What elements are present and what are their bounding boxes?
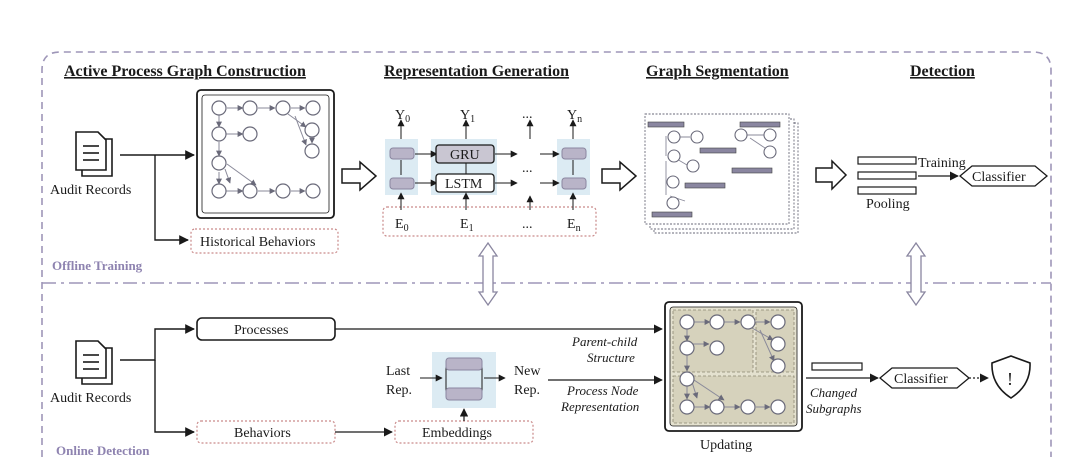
input-ellipsis: ... [522, 217, 533, 232]
updating-graph-box [664, 301, 803, 432]
embeddings-label: Embeddings [422, 426, 492, 441]
offline-classifier-shape [958, 165, 1049, 187]
header-segmentation: Graph Segmentation [646, 63, 789, 80]
input-e1: E1 [460, 217, 474, 234]
online-audit-records: Audit Records [50, 391, 131, 406]
online-classifier-label: Classifier [894, 372, 948, 387]
hollow-arrow-3 [815, 159, 848, 191]
outer-dashed-frame [41, 51, 1052, 457]
offline-audit-arrows [120, 150, 195, 245]
output-ellipsis: ... [522, 107, 533, 122]
online-audit-arrows [120, 324, 195, 437]
process-node-label-1: Process Node [566, 383, 639, 398]
header-detection: Detection [910, 63, 975, 80]
output-yn: Yn [567, 108, 582, 125]
changed-label-2: Subgraphs [806, 401, 862, 416]
online-section-label: Online Detection [56, 443, 150, 457]
historical-behaviors-label: Historical Behaviors [200, 235, 315, 250]
header-representation: Representation Generation [384, 63, 569, 80]
changed-label-1: Changed [810, 385, 857, 400]
shield-alert-icon: ! [991, 355, 1031, 399]
input-en: En [567, 217, 581, 234]
hollow-arrow-2 [601, 160, 638, 192]
parent-child-label-2: Structure [587, 350, 635, 365]
last-rep-label-1: Last [386, 364, 410, 379]
middle-ellipsis: ... [522, 161, 533, 176]
online-rnn-cell [420, 352, 506, 408]
changed-subgraph-bar [811, 362, 863, 371]
parent-child-label-1: Parent-child [571, 334, 638, 349]
behaviors-label: Behaviors [234, 426, 291, 441]
last-rep-label-2: Rep. [386, 383, 412, 398]
offline-classifier-label: Classifier [972, 170, 1026, 185]
historical-behaviors-box [190, 228, 339, 254]
new-rep-label-1: New [514, 364, 541, 379]
training-label: Training [918, 156, 966, 171]
behaviors-box [196, 420, 336, 444]
pooling-bars [857, 156, 917, 195]
pooling-label: Pooling [866, 197, 910, 212]
input-e0: E0 [395, 217, 409, 234]
process-graph-box [196, 89, 335, 219]
offline-document-icon [75, 131, 113, 177]
offline-audit-records: Audit Records [50, 183, 131, 198]
hollow-arrow-1 [341, 160, 378, 192]
lstm-cell [435, 173, 495, 193]
updating-label: Updating [700, 438, 752, 453]
processes-label: Processes [234, 323, 288, 338]
segmentation-stack [644, 113, 799, 234]
gru-cell [435, 144, 495, 164]
header-construction: Active Process Graph Construction [64, 63, 306, 80]
output-y1: Y1 [460, 108, 475, 125]
lstm-label: LSTM [445, 177, 483, 192]
double-arrow-right [905, 241, 927, 307]
double-arrow-left [477, 241, 499, 307]
shield-alert-mark: ! [1007, 369, 1013, 389]
online-document-icon [75, 340, 113, 385]
offline-section-label: Offline Training [52, 258, 143, 273]
rnn-block: GRU LSTM [382, 119, 597, 237]
output-y0: Y0 [395, 108, 410, 125]
new-rep-label-2: Rep. [514, 383, 540, 398]
process-node-label-2: Representation [560, 399, 639, 414]
gru-label: GRU [450, 148, 480, 163]
